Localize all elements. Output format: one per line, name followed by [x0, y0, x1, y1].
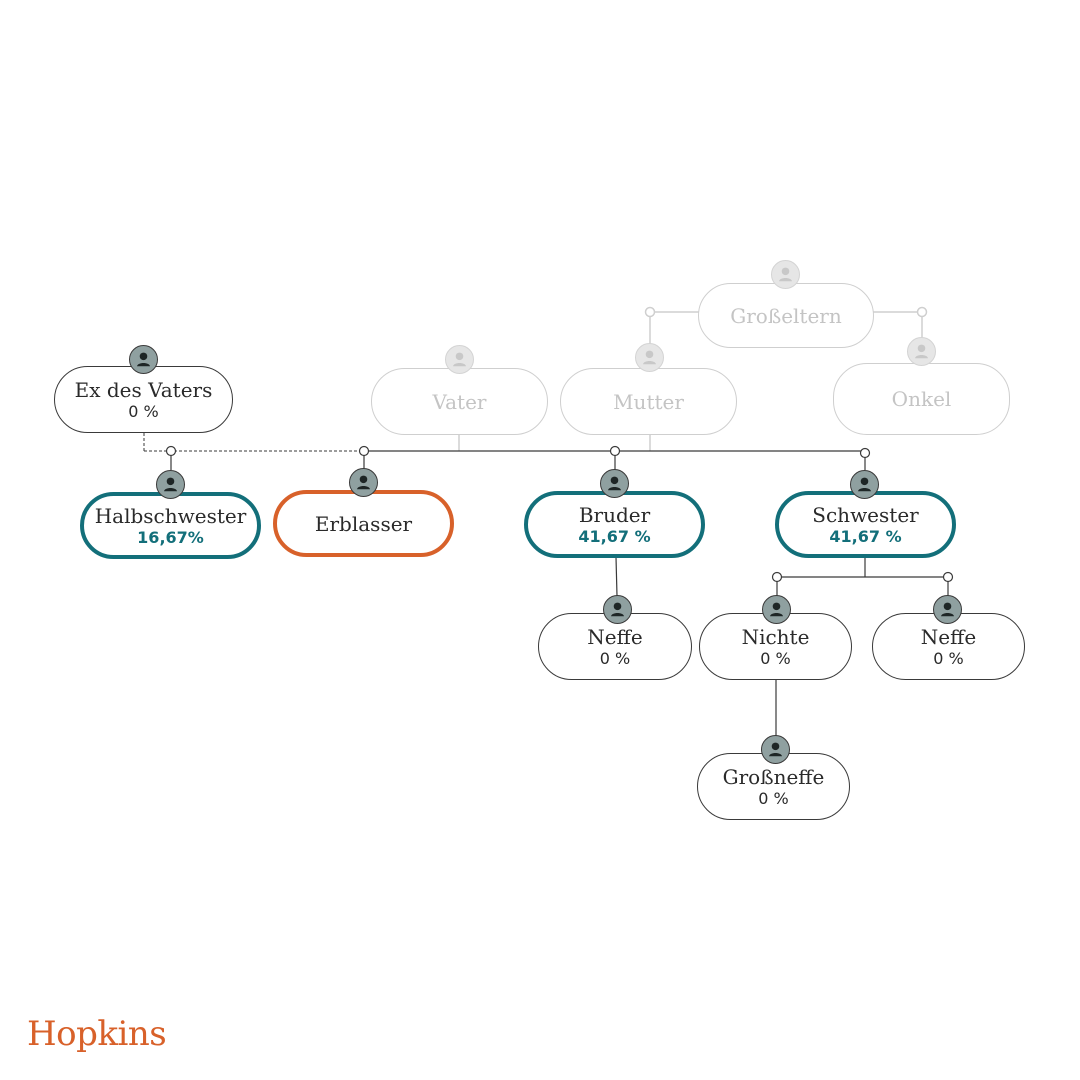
person-icon [761, 735, 790, 764]
person-icon [933, 595, 962, 624]
node-share: 0 % [758, 788, 789, 808]
node-name: Nichte [741, 624, 810, 649]
node-name: Neffe [920, 624, 977, 649]
node-name: Großneffe [722, 764, 825, 789]
node-bruder[interactable]: Bruder 41,67 % [524, 491, 705, 558]
node-share: 16,67% [137, 527, 204, 547]
node-share: 0 % [128, 401, 159, 421]
node-erblasser[interactable]: Erblasser [273, 490, 454, 557]
node-share: 41,67 % [829, 526, 902, 546]
node-onkel[interactable]: Onkel [833, 363, 1010, 435]
node-name: Onkel [891, 387, 952, 411]
node-grosseltern[interactable]: Großeltern [698, 283, 874, 348]
node-name: Großeltern [730, 303, 842, 328]
person-icon [771, 260, 800, 289]
node-schwester[interactable]: Schwester 41,67 % [775, 491, 956, 558]
person-icon [349, 468, 378, 497]
node-name: Halbschwester [94, 503, 247, 528]
person-icon [635, 343, 664, 372]
person-icon [156, 470, 185, 499]
node-neffe-bruder[interactable]: Neffe 0 % [538, 613, 692, 680]
person-icon [600, 469, 629, 498]
node-mutter[interactable]: Mutter [560, 368, 737, 435]
person-icon [603, 595, 632, 624]
node-share: 41,67 % [578, 526, 651, 546]
node-name: Bruder [578, 502, 651, 527]
node-share: 0 % [599, 648, 631, 668]
node-name: Ex des Vaters [74, 377, 213, 402]
node-share: 0 % [760, 648, 791, 668]
node-name: Schwester [812, 502, 919, 527]
person-icon [129, 345, 158, 374]
person-icon [907, 337, 936, 366]
person-icon [762, 595, 791, 624]
node-share: 0 % [933, 648, 964, 668]
node-halbschwester[interactable]: Halbschwester 16,67% [80, 492, 261, 559]
node-name: Mutter [613, 389, 684, 414]
node-name: Erblasser [314, 511, 413, 536]
node-nichte[interactable]: Nichte 0 % [699, 613, 852, 680]
node-vater[interactable]: Vater [371, 368, 548, 435]
brand-logo: Hopkins [27, 1014, 167, 1054]
node-name: Vater [432, 389, 487, 414]
node-name: Neffe [587, 624, 643, 649]
node-ex-des-vaters[interactable]: Ex des Vaters 0 % [54, 366, 233, 433]
node-neffe-schwester[interactable]: Neffe 0 % [872, 613, 1025, 680]
person-icon [445, 345, 474, 374]
person-icon [850, 470, 879, 499]
